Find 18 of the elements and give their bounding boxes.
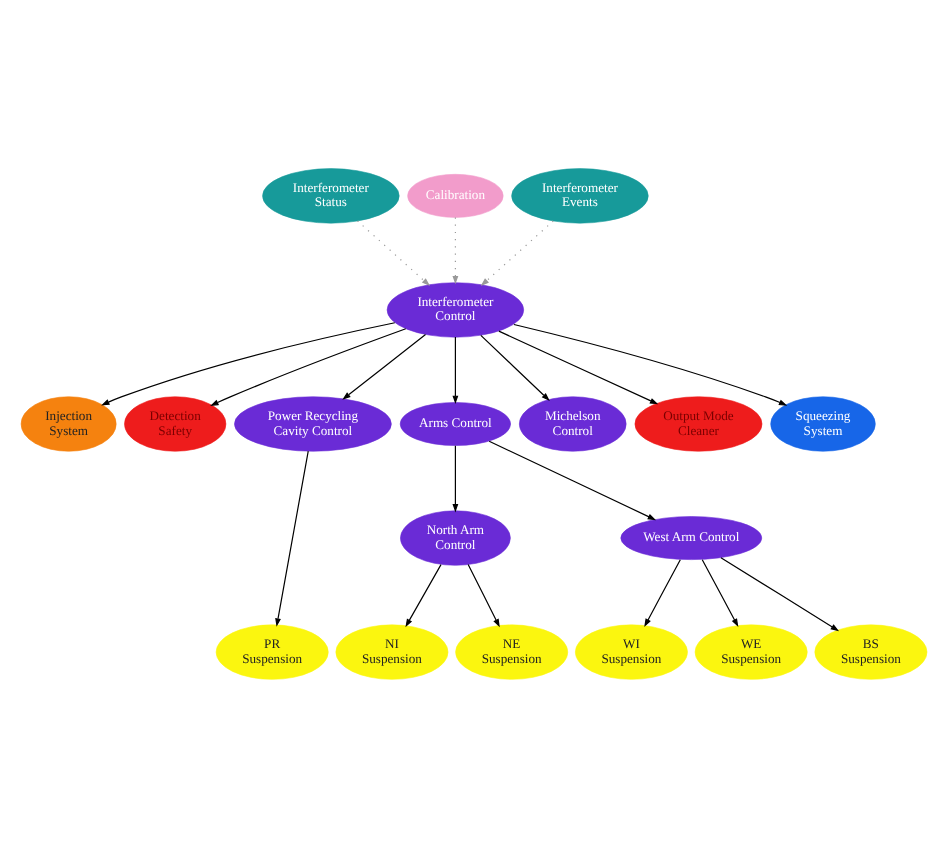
arrow [342,333,427,400]
arrow [498,330,659,405]
arrow [405,564,442,628]
arrow [644,559,681,628]
arrow [488,440,657,521]
arrow [701,559,739,628]
arrow [452,216,459,285]
arrow [720,557,840,632]
arrow [513,323,788,406]
arrow [356,220,431,287]
arrow [452,445,459,513]
arrow [101,322,396,406]
arrow [210,328,407,406]
arrow [480,220,554,287]
arrow [480,334,550,401]
arrow [452,336,459,405]
arrow [467,564,500,628]
arrow [275,450,309,627]
